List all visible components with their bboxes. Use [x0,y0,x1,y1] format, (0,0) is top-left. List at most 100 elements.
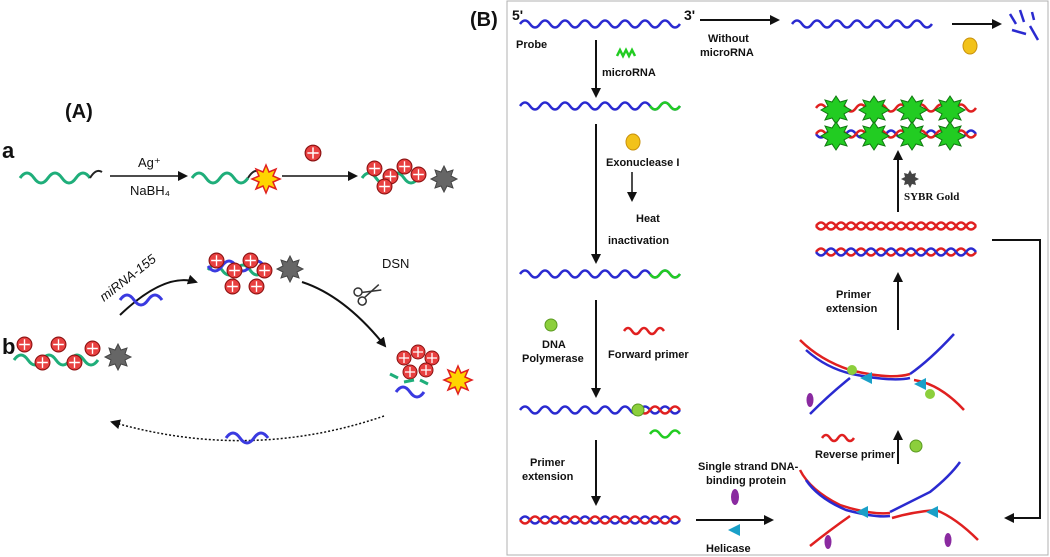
bead-b1-1 [16,336,33,353]
helicase-bound-4 [914,378,926,390]
curved-arrow-hybridize [119,274,198,316]
green-dna-strand-a2 [190,171,250,185]
helicase-bound-3 [860,372,872,384]
amplicon-2-blue [814,247,978,257]
recycled-mirna-icon [224,431,270,445]
primer-ext-label-2: extension [522,471,574,483]
exonuclease-icon-top [962,37,978,55]
dna-poly-label-2: Polymerase [522,353,584,365]
probe-strand-free [790,19,934,29]
green-dna-strand-a1 [18,171,92,185]
hda-complex-middle [799,333,965,415]
bead-a3-3 [396,158,413,175]
ssb-protein-icon [731,489,739,505]
sybr-bound-green-icons [819,95,967,151]
helicase-label: Helicase [706,543,751,555]
sybr-gold-icon [901,170,919,188]
without-label-2: microRNA [700,47,754,59]
fluorescent-cluster-icon-b [442,364,474,396]
helicase-bound-1 [856,506,868,518]
heat-label-2: inactivation [608,235,669,247]
bead-b1-5 [84,340,101,357]
helicase-bound-2 [926,506,938,518]
primer-ext2-label-2: extension [826,303,878,315]
panel-b-title: (B) [470,9,498,31]
probe-strand [518,19,682,29]
panel-b-frame [506,0,1049,556]
exonuclease-label: Exonuclease I [606,157,679,169]
reagent-ag: Ag⁺ [138,155,161,170]
dsn-label: DSN [382,256,409,271]
probe-primed [518,405,682,415]
microrna-bound-1 [648,101,682,111]
forward-primer-label: Forward primer [608,349,689,361]
polymerase-bound-mid-1 [847,365,857,375]
polymerase-bound-mid-2 [925,389,935,399]
row-a-label: a [2,138,15,163]
silver-cluster-fluorescent-icon [250,163,282,195]
forward-primer-icon [622,326,666,336]
degraded-fragments-icon [1008,9,1040,41]
helicase-icon [728,524,740,536]
amplicon-1-blue [814,221,978,231]
ssb-bound-1 [824,535,832,549]
polymerase-icon-right [909,439,923,453]
quenched-cluster-icon-b1 [103,342,133,372]
recycle-bracket-arrow [992,239,1041,523]
bead-hyb-6 [248,278,265,295]
bead-hyb-1 [208,252,225,269]
bead-b1-3 [50,336,67,353]
bead-free-4 [402,364,418,380]
quenched-cluster-icon-hybrid [275,254,305,284]
five-prime-label: 5' [512,7,523,23]
fragment-3 [419,378,429,386]
primer-ext-label-1: Primer [530,457,566,469]
probe-label: Probe [516,39,547,51]
bead-b1-4 [66,354,83,371]
without-label-1: Without [708,33,749,45]
three-prime-label: 3' [684,7,695,23]
released-microrna [648,429,682,439]
quenched-cluster-icon-a3 [429,164,459,194]
bead-b1-2 [34,354,51,371]
fragment-1 [389,372,399,380]
reagent-nabh4: NaBH₄ [130,183,170,198]
bead-hyb-5 [224,278,241,295]
ssb-label-1: Single strand DNA- [698,461,799,473]
fragment-2 [403,378,415,384]
bead-a3-5 [376,178,393,195]
scissors-icon [353,283,382,306]
green-dna-strand-b1 [12,353,100,367]
polymerase-bound [631,403,645,417]
reverse-primer-label: Reverse primer [815,449,896,461]
dna-poly-label-1: DNA [542,339,566,351]
bead-hyb-2 [226,262,243,279]
bead-a3-1 [366,160,383,177]
dna-polymerase-icon [544,318,558,332]
dsdna-red [518,515,682,525]
heat-label-1: Heat [636,213,660,225]
dark-tail-a1 [89,169,103,179]
bead-a3-4 [410,166,427,183]
reverse-primer-icon [820,433,856,443]
mirna-strand-icon [118,293,164,307]
bead-hyb-4 [256,262,273,279]
ssb-label-2: binding protein [706,475,786,487]
bead-free-5 [418,362,434,378]
ssb-bound-2 [944,533,952,547]
exonuclease-icon [625,133,641,151]
dotted-recycle-arrow [110,415,385,442]
bead-free-2 [410,344,426,360]
primer-bound [638,405,682,415]
panel-a-title: (A) [65,101,93,123]
sybr-gold-label: SYBR Gold [904,191,959,203]
microrna-label: microRNA [602,67,656,79]
microrna-bound-2 [648,269,682,279]
curved-arrow-dsn [301,281,387,348]
row-b-label: b [2,334,15,359]
primer-ext2-label-1: Primer [836,289,872,301]
ssb-bound-3 [806,393,814,407]
bead-free-1 [396,350,412,366]
microrna-icon [615,47,637,59]
